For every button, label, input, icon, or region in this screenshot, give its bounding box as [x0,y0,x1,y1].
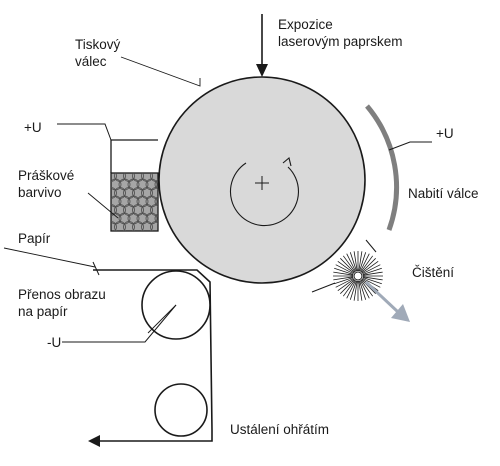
drum-label: Tiskový válec [75,37,124,69]
cleaning-label: Čištění [412,265,454,280]
cleaning-scraper [311,282,336,293]
drum-leader [120,56,201,87]
transfer-roller-spoke [147,304,177,334]
left-arrow-icon [88,435,100,447]
toner-leader [87,192,119,219]
charging-label: Nabití válce [408,186,479,201]
fusing-label: Ustálení ohřátím [230,422,329,437]
cleaning-arrow [364,280,410,322]
exposure-label: Expozice laserovým paprskem [278,17,403,49]
toner-label: Práškové barvivo [18,168,78,200]
paper-label: Papír [18,231,51,246]
transfer-label: Přenos obrazu na papír [18,287,110,319]
center-cross-icon [255,176,269,190]
paper-leader [3,247,96,268]
charging-voltage-lead [388,141,432,151]
cleaning-brush-icon [333,239,383,301]
toner-voltage-label: +U [24,120,42,135]
transfer-voltage-label: -U [47,335,61,350]
paper-path [92,261,213,442]
charging-voltage-label: +U [436,126,454,141]
fuser-roller [154,383,208,437]
toner-voltage-lead [57,123,112,141]
toner-box [110,139,159,232]
rotation-arrow-icon [229,157,299,227]
transfer-voltage-lead [62,304,177,343]
down-arrow-icon [256,14,268,77]
toner-particles [111,173,158,231]
charging-blade [365,104,400,231]
